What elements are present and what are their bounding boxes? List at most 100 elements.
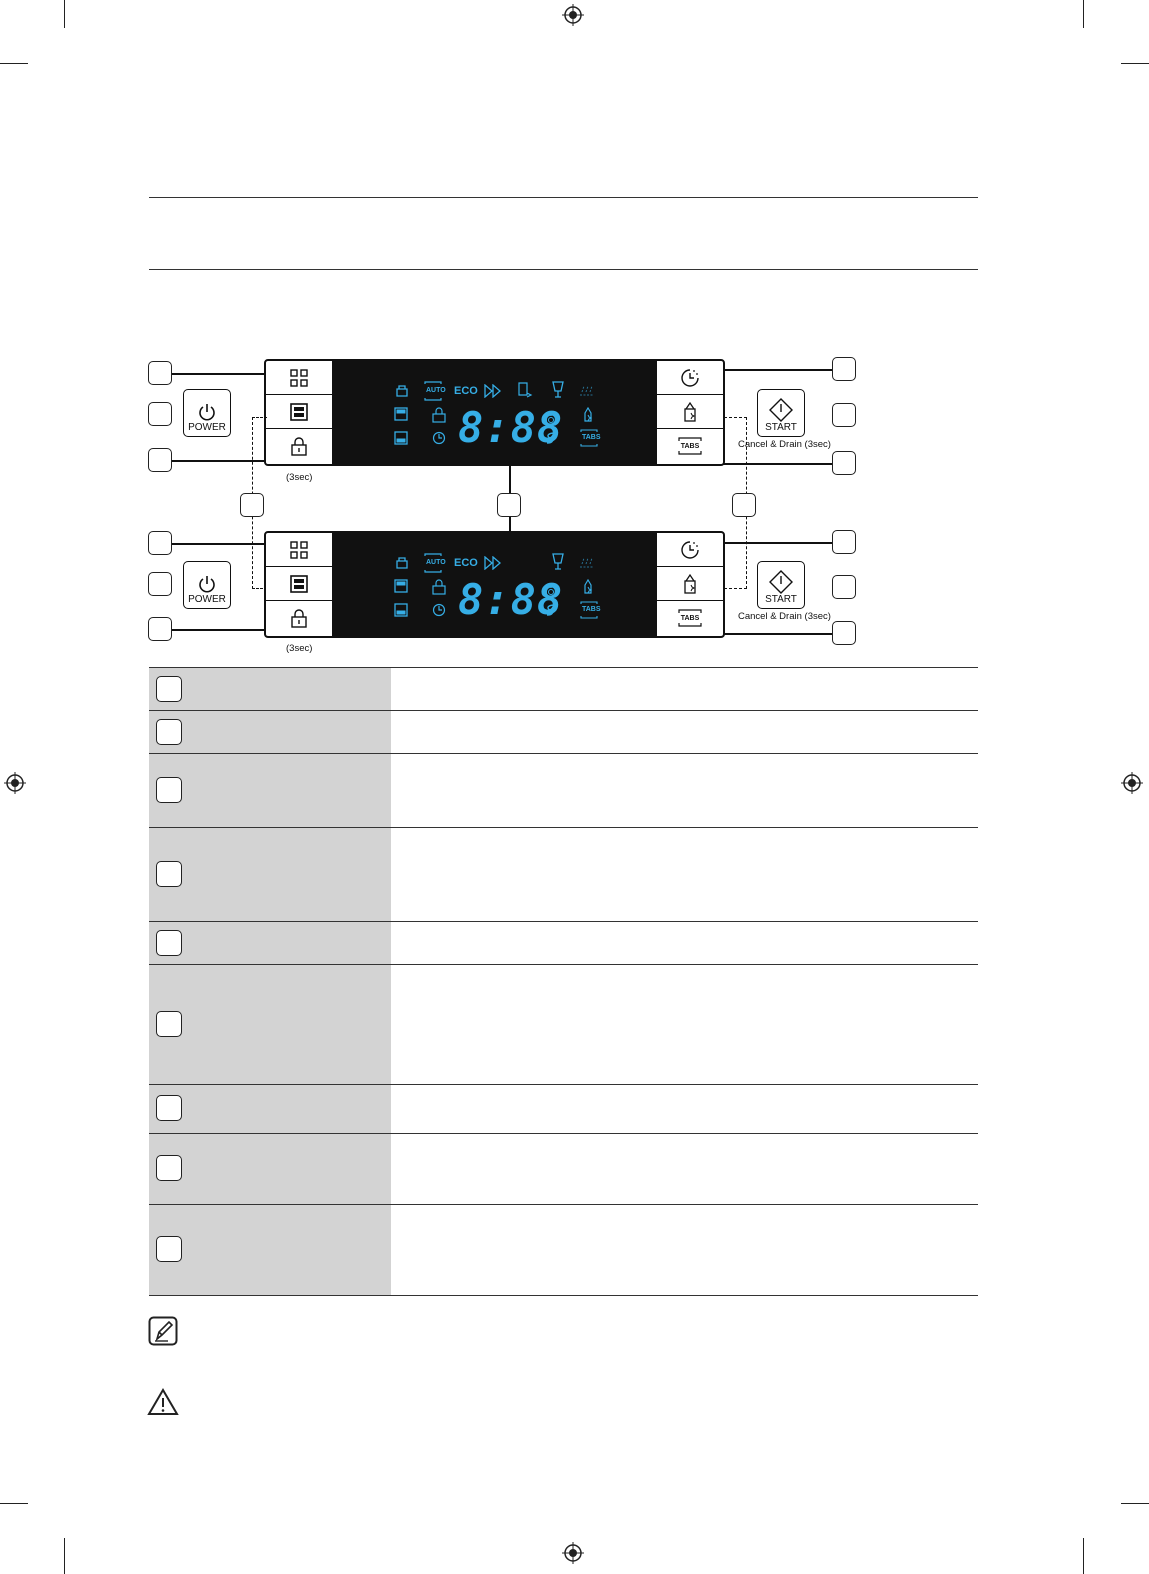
start-button[interactable]: START [757, 389, 805, 437]
steam-icon [580, 557, 594, 568]
callout-box [148, 402, 172, 426]
start-icon [769, 398, 793, 422]
leader-line [710, 633, 832, 635]
leader-line [172, 373, 290, 375]
crop-mark [1083, 0, 1084, 28]
tabs-button[interactable]: TABS [657, 429, 723, 463]
callout-box [156, 1155, 182, 1181]
intensive-pot-icon [396, 385, 408, 397]
lock-hold-label: (3sec) [286, 643, 313, 654]
lcd-screen: AUTO ECO 8:88 TABS [332, 533, 657, 636]
start-button[interactable]: START [757, 561, 805, 609]
callout-box [240, 493, 264, 517]
start-icon [769, 570, 793, 594]
glass-icon [552, 381, 564, 398]
rinse-aid-indicator-icon [584, 407, 593, 422]
rinse-aid-indicator-icon [584, 579, 593, 594]
callout-box [156, 777, 182, 803]
callout-box [832, 621, 856, 645]
sanitize-icon [544, 413, 558, 427]
display-panel: AUTO ECO 8:88 TABS TABS [264, 531, 725, 638]
crop-mark [1121, 1503, 1149, 1504]
crop-mark [0, 1503, 28, 1504]
power-icon [199, 404, 215, 421]
callout-box [832, 403, 856, 427]
tabs-button[interactable]: TABS [657, 601, 723, 635]
note-pencil-icon [148, 1316, 178, 1346]
child-lock-button[interactable] [266, 429, 332, 463]
leader-line [710, 463, 832, 465]
table-row [149, 1205, 978, 1296]
table-row [149, 711, 978, 754]
power-label: POWER [188, 594, 226, 605]
leader-line [172, 629, 290, 631]
callout-box [156, 930, 182, 956]
half-load-button[interactable] [266, 567, 332, 601]
child-lock-button[interactable] [266, 601, 332, 635]
table-row [149, 922, 978, 965]
callout-box [156, 1011, 182, 1037]
callout-box [156, 1236, 182, 1262]
program-button[interactable] [266, 361, 332, 395]
callout-box [156, 1095, 182, 1121]
clock-icon [681, 368, 699, 387]
auto-box-icon [424, 381, 442, 401]
tabs-indicator-box-icon [580, 601, 598, 619]
registration-mark-icon [562, 1542, 584, 1564]
delay-indicator-icon [432, 431, 446, 445]
caution-triangle-icon [147, 1388, 179, 1415]
cancel-drain-label: Cancel & Drain (3sec) [738, 611, 831, 622]
start-label: START [765, 422, 797, 433]
half-load-icon [290, 574, 308, 593]
power-label: POWER [188, 422, 226, 433]
callout-box [497, 493, 521, 517]
half-load-button[interactable] [266, 395, 332, 429]
lcd-eco: ECO [454, 557, 478, 569]
leader-line [509, 517, 511, 539]
callout-box [832, 357, 856, 381]
table-row [149, 828, 978, 922]
power-button[interactable]: POWER [183, 561, 231, 609]
table-top-rule [149, 667, 978, 668]
callout-box [148, 361, 172, 385]
table-row [149, 668, 978, 711]
lower-rack-icon [394, 431, 408, 445]
lower-rack-icon [394, 603, 408, 617]
callout-box [832, 451, 856, 475]
registration-mark-icon [4, 772, 26, 794]
header-rule-top [149, 197, 978, 198]
express-icon [484, 556, 501, 570]
lock-indicator-icon [432, 407, 446, 423]
express-icon [484, 384, 501, 398]
auto-box-icon [424, 553, 442, 573]
crop-mark [1121, 63, 1149, 64]
upper-rack-icon [394, 579, 408, 593]
rinse-aid-button[interactable] [657, 567, 723, 601]
delay-start-button[interactable] [657, 533, 723, 567]
program-button[interactable] [266, 533, 332, 567]
lcd-tabs: TABS [582, 606, 601, 613]
callout-box [148, 448, 172, 472]
lock-icon [291, 609, 307, 628]
delay-start-button[interactable] [657, 361, 723, 395]
crop-mark [64, 0, 65, 28]
lock-icon [291, 437, 307, 456]
rinse-aid-button[interactable] [657, 395, 723, 429]
intensive-pot-icon [396, 557, 408, 569]
delay-indicator-icon [432, 603, 446, 617]
display-panel: AUTO ECO 8:88 TABS [264, 359, 725, 466]
leader-line [172, 543, 290, 545]
tabs-indicator-box-icon [580, 429, 598, 447]
prewash-icon [518, 382, 533, 398]
callout-box [832, 530, 856, 554]
tabs-icon [678, 609, 702, 627]
power-button[interactable]: POWER [183, 389, 231, 437]
salt-indicator-icon [546, 432, 556, 444]
registration-mark-icon [1121, 772, 1143, 794]
upper-rack-icon [394, 407, 408, 421]
callout-box [156, 861, 182, 887]
leader-line [710, 369, 832, 371]
table-row [149, 1085, 978, 1134]
table-row [149, 754, 978, 828]
lcd-tabs: TABS [582, 434, 601, 441]
